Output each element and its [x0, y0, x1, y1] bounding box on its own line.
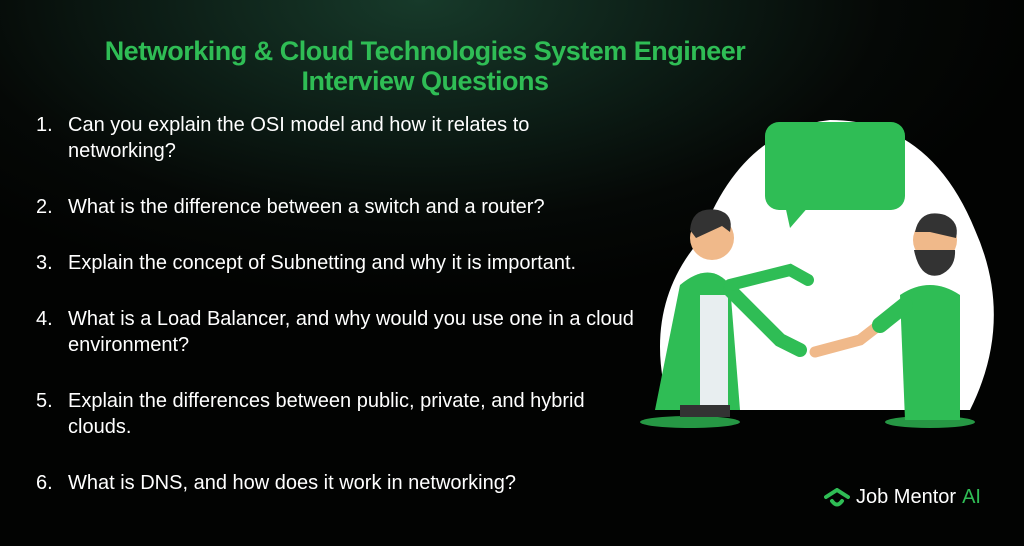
question-text: What is DNS, and how does it work in net… [68, 472, 516, 494]
item-number: 2. [36, 196, 53, 218]
item-number: 4. [36, 308, 53, 330]
page-title: Networking & Cloud Technologies System E… [104, 36, 746, 96]
question-text: What is a Load Balancer, and why would y… [68, 308, 634, 356]
list-item: 6. What is DNS, and how does it work in n… [36, 470, 636, 496]
question-text: Can you explain the OSI model and how it… [68, 114, 530, 162]
brand-name: Job Mentor [856, 486, 957, 508]
list-item: 5. Explain the differences between public… [36, 388, 636, 440]
list-item: 4. What is a Load Balancer, and why would… [36, 306, 636, 358]
shadow [640, 416, 740, 428]
logo-icon [824, 487, 850, 506]
question-text: What is the difference between a switch … [68, 196, 545, 218]
brand-logo: Job Mentor AI [824, 486, 981, 509]
item-number: 5. [36, 390, 53, 412]
list-item: 1. Can you explain the OSI model and how … [36, 112, 636, 164]
list-item: 2. What is the difference between a switc… [36, 194, 636, 220]
speech-bubble-icon [765, 122, 905, 228]
item-number: 6. [36, 472, 53, 494]
list-item: 3. Explain the concept of Subnetting and … [36, 250, 636, 276]
item-number: 3. [36, 252, 53, 274]
question-text: Explain the differences between public, … [68, 390, 585, 438]
question-text: Explain the concept of Subnetting and wh… [68, 252, 577, 274]
question-list: 1. Can you explain the OSI model and how … [36, 112, 636, 526]
person-left [655, 209, 814, 417]
brand-suffix: AI [962, 486, 981, 508]
person-right [809, 213, 960, 420]
handshake-illustration [640, 120, 994, 428]
item-number: 1. [36, 114, 53, 136]
